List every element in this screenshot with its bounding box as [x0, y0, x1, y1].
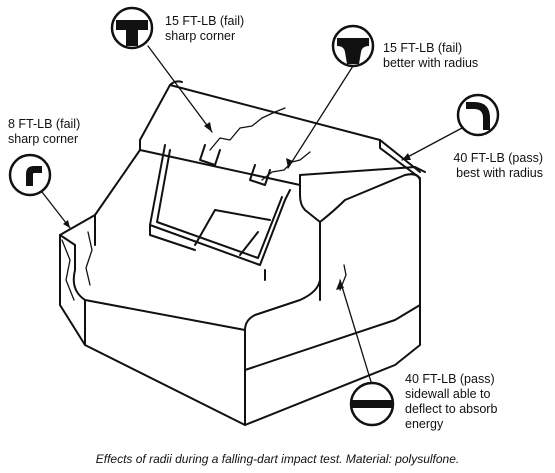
- callout-top-right-center-line2: better with radius: [383, 56, 479, 70]
- inset-radius-right: [456, 93, 500, 137]
- callout-left-corner-line1: 8 FT-LB (fail): [8, 117, 81, 131]
- callout-sidewall-line4: energy: [405, 417, 444, 431]
- callout-sidewall-line1: 40 FT-LB (pass): [405, 372, 495, 386]
- callout-sidewall-line2: sidewall able to: [405, 387, 491, 401]
- figure-caption: Effects of radii during a falling-dart i…: [95, 452, 460, 466]
- callout-top-right-center: 15 FT-LB (fail) better with radius: [383, 41, 478, 71]
- housing-body: [59, 80, 426, 426]
- callout-top-left-center-line1: 15 FT-LB (fail): [165, 14, 245, 28]
- callout-right-corner: 40 FT-LB (pass) best with radius: [453, 151, 543, 181]
- inset-sharp-corner-top: [110, 6, 154, 50]
- leader-lines: [41, 45, 463, 386]
- callout-sidewall: 40 FT-LB (pass) sidewall able to deflect…: [405, 372, 497, 432]
- inset-sidewall: [349, 381, 395, 427]
- callout-top-left-center-line2: sharp corner: [165, 29, 236, 43]
- callout-left-corner: 8 FT-LB (fail) sharp corner: [8, 117, 80, 147]
- callout-right-corner-line1: 40 FT-LB (pass): [453, 151, 543, 165]
- inset-sharp-corner-left: [8, 153, 52, 197]
- callout-left-corner-line2: sharp corner: [8, 132, 79, 146]
- inset-radius-top: [331, 24, 375, 68]
- callout-top-left-center: 15 FT-LB (fail) sharp corner: [165, 14, 244, 44]
- callout-top-right-center-line1: 15 FT-LB (fail): [383, 41, 463, 55]
- callout-right-corner-line2: best with radius: [456, 166, 543, 180]
- arrowheads: [63, 122, 411, 290]
- callout-sidewall-line3: deflect to absorb: [405, 402, 498, 416]
- crack-lines: [61, 107, 347, 301]
